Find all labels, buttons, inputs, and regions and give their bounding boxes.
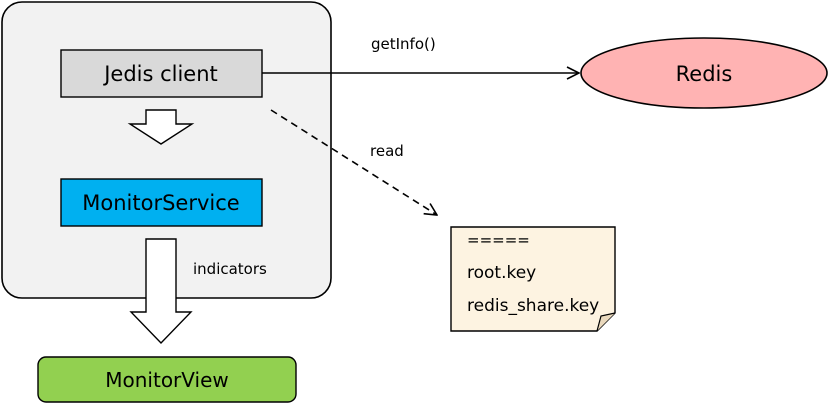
read-arrow xyxy=(270,109,437,215)
note-line-redis-share-key: redis_share.key xyxy=(467,296,599,316)
indicators-label: indicators xyxy=(193,260,267,278)
redis-node: Redis xyxy=(580,37,828,109)
down-block-arrow-large xyxy=(129,238,193,345)
note-line-separator: ===== xyxy=(467,231,530,249)
get-info-label: getInfo() xyxy=(371,35,436,53)
monitor-service-label: MonitorService xyxy=(82,191,239,215)
note-line-root-key: root.key xyxy=(467,263,536,283)
read-label: read xyxy=(370,142,404,160)
jedis-client-node: Jedis client xyxy=(60,49,263,98)
monitor-view-node: MonitorView xyxy=(37,356,297,403)
config-file-note: ===== root.key redis_share.key xyxy=(450,226,616,332)
redis-label: Redis xyxy=(676,62,733,86)
monitor-view-label: MonitorView xyxy=(105,368,229,392)
jedis-client-label: Jedis client xyxy=(102,62,218,86)
down-block-arrow-small xyxy=(127,109,195,145)
monitor-service-node: MonitorService xyxy=(60,178,263,227)
